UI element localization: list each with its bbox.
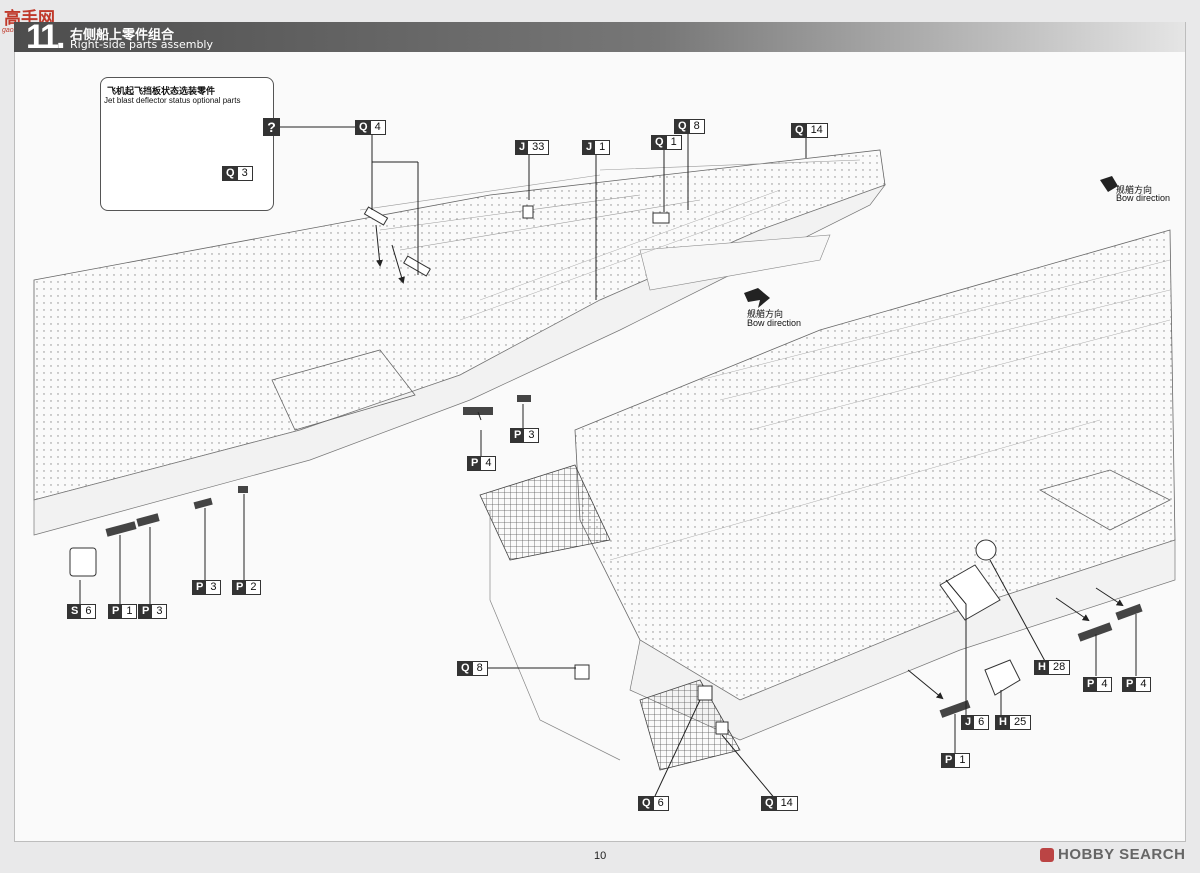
part-letter: P (109, 605, 123, 618)
bow-label-en: Bow direction (1116, 193, 1171, 203)
right-deck-view (479, 229, 1176, 771)
part-number: 1 (959, 754, 966, 766)
part-number: 6 (978, 716, 985, 728)
part-letter: Q (762, 797, 777, 810)
part-letter: S (68, 605, 82, 618)
part-number: 1 (126, 605, 133, 617)
part-number: 8 (476, 662, 483, 674)
leader-lines (79, 126, 1137, 801)
part-number: 4 (1140, 678, 1147, 690)
part-letter: P (1084, 678, 1098, 691)
part-letter: P (468, 457, 482, 470)
part-letter: Q (652, 136, 667, 149)
part-number: 6 (657, 797, 664, 809)
part-number: 4 (1101, 678, 1108, 690)
bow-label-cn: 舰艏方向 (747, 309, 784, 319)
part-number: 1 (670, 136, 677, 148)
part-letter: Q (458, 662, 473, 675)
part-letter: Q (639, 797, 654, 810)
part-letter: P (942, 754, 956, 767)
part-letter: P (233, 581, 247, 594)
part-number: 25 (1013, 716, 1027, 728)
bow-arrow-left (744, 288, 770, 308)
left-deck-view (33, 149, 886, 536)
part-number: 3 (156, 605, 163, 617)
part-letter: H (1035, 661, 1049, 674)
part-letter: H (996, 716, 1010, 729)
part-letter: Q (675, 120, 690, 133)
part-number: 8 (693, 120, 700, 132)
step-number: 11. (26, 18, 65, 56)
part-number: 33 (532, 141, 545, 153)
part-number: 28 (1052, 661, 1066, 673)
part-letter: J (962, 716, 975, 729)
hobby-search-logo-icon (1040, 848, 1054, 862)
bow-label-en: Bow direction (747, 318, 802, 328)
optional-box-title-cn: 飞机起飞挡板状态选装零件 (107, 86, 216, 96)
part-number: 2 (250, 581, 257, 593)
part-letter: P (1123, 678, 1137, 691)
watermark: HOBBY SEARCH (1058, 846, 1186, 863)
part-letter: Q (792, 124, 807, 137)
part-number: 3 (210, 581, 217, 593)
bow-label-cn: 舰艏方向 (1116, 185, 1153, 195)
part-letter: P (193, 581, 207, 594)
part-letter: J (583, 141, 596, 154)
bow-arrow-right (1100, 176, 1118, 192)
page-number: 10 (594, 850, 607, 862)
part-letter: P (139, 605, 153, 618)
step-title-cn: 右侧船上零件组合 (70, 27, 175, 42)
step-header-bar (14, 22, 1185, 52)
step-title-en: Right-side parts assembly (70, 38, 213, 51)
part-number: 4 (485, 457, 492, 469)
part-letter: Q (223, 167, 238, 180)
part-letter: J (516, 141, 529, 154)
part-number: 6 (85, 605, 92, 617)
part-letter: Q (356, 121, 371, 134)
part-number: 3 (528, 429, 535, 441)
part-number: 14 (780, 797, 793, 809)
part-number: 3 (241, 167, 248, 179)
optional-parts-box (100, 77, 274, 211)
part-number: 1 (599, 141, 606, 153)
part-letter: P (511, 429, 525, 442)
question-mark-icon: ? (263, 118, 280, 136)
part-number: 14 (810, 124, 823, 136)
part-number: 4 (374, 121, 381, 133)
optional-box-title-en: Jet blast deflector status optional part… (104, 96, 241, 105)
